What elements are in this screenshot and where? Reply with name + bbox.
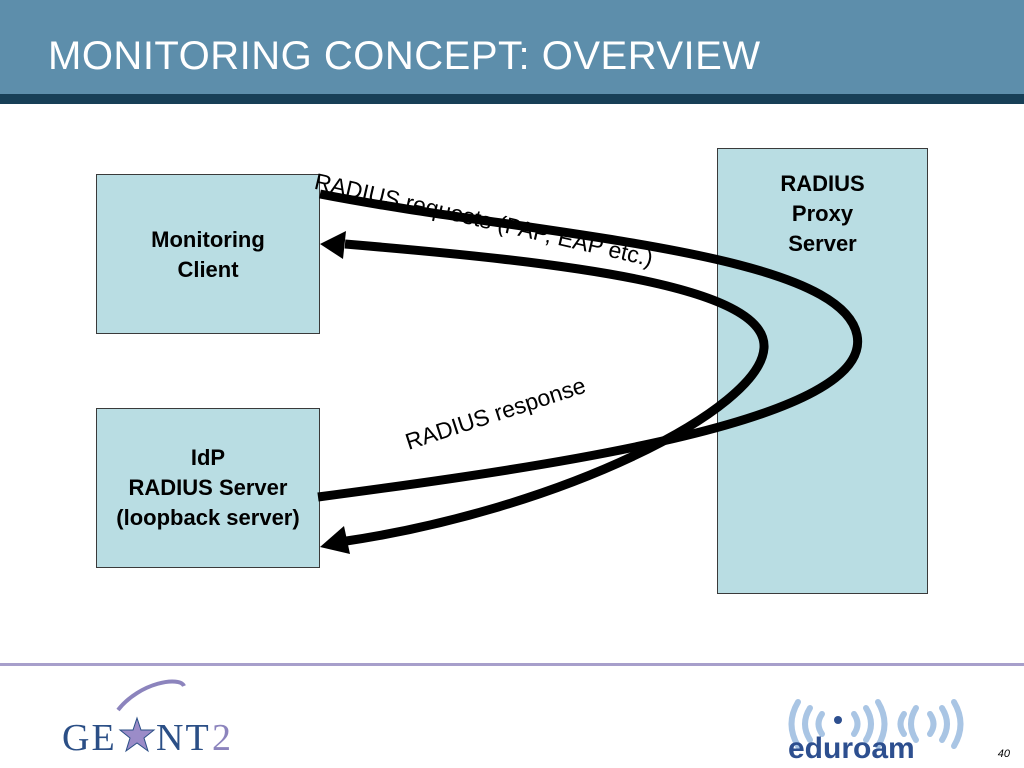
page-number: 40: [997, 748, 1010, 760]
request-arrowhead: [320, 526, 350, 554]
header-bar: [0, 0, 1024, 96]
header-divider: [0, 94, 1024, 104]
monitoring-client-label-line: Client: [177, 257, 239, 282]
idp-radius-server-label-line: RADIUS Server: [128, 475, 288, 500]
monitoring-client-label-line: Monitoring: [151, 227, 265, 252]
svg-text:eduroam: eduroam: [788, 732, 915, 765]
idp-radius-server-label-line: (loopback server): [116, 505, 300, 530]
monitoring-client-label: Monitoring Client: [97, 225, 319, 285]
slide-title: MONITORING CONCEPT: OVERVIEW: [48, 34, 761, 78]
geant2-logo: GE NT 2: [62, 679, 231, 758]
svg-text:NT: NT: [156, 717, 211, 758]
radius-proxy-server-label: RADIUS Proxy Server: [718, 169, 927, 259]
idp-radius-server-box: IdP RADIUS Server (loopback server): [96, 408, 320, 568]
request-arrow: [317, 189, 863, 502]
footer-divider: [0, 663, 1024, 666]
response-arrow: [339, 239, 769, 547]
radius-proxy-server-label-line: Server: [788, 231, 857, 256]
response-arrowhead: [320, 231, 346, 259]
monitoring-client-box: Monitoring Client: [96, 174, 320, 334]
svg-text:2: 2: [212, 717, 231, 758]
radius-proxy-server-label-line: RADIUS: [780, 171, 865, 196]
svg-text:GE: GE: [62, 717, 117, 758]
radius-proxy-server-label-line: Proxy: [791, 201, 854, 226]
eduroam-logo: eduroam: [788, 699, 964, 765]
idp-radius-server-label: IdP RADIUS Server (loopback server): [97, 443, 319, 533]
idp-radius-server-label-line: IdP: [190, 445, 226, 470]
